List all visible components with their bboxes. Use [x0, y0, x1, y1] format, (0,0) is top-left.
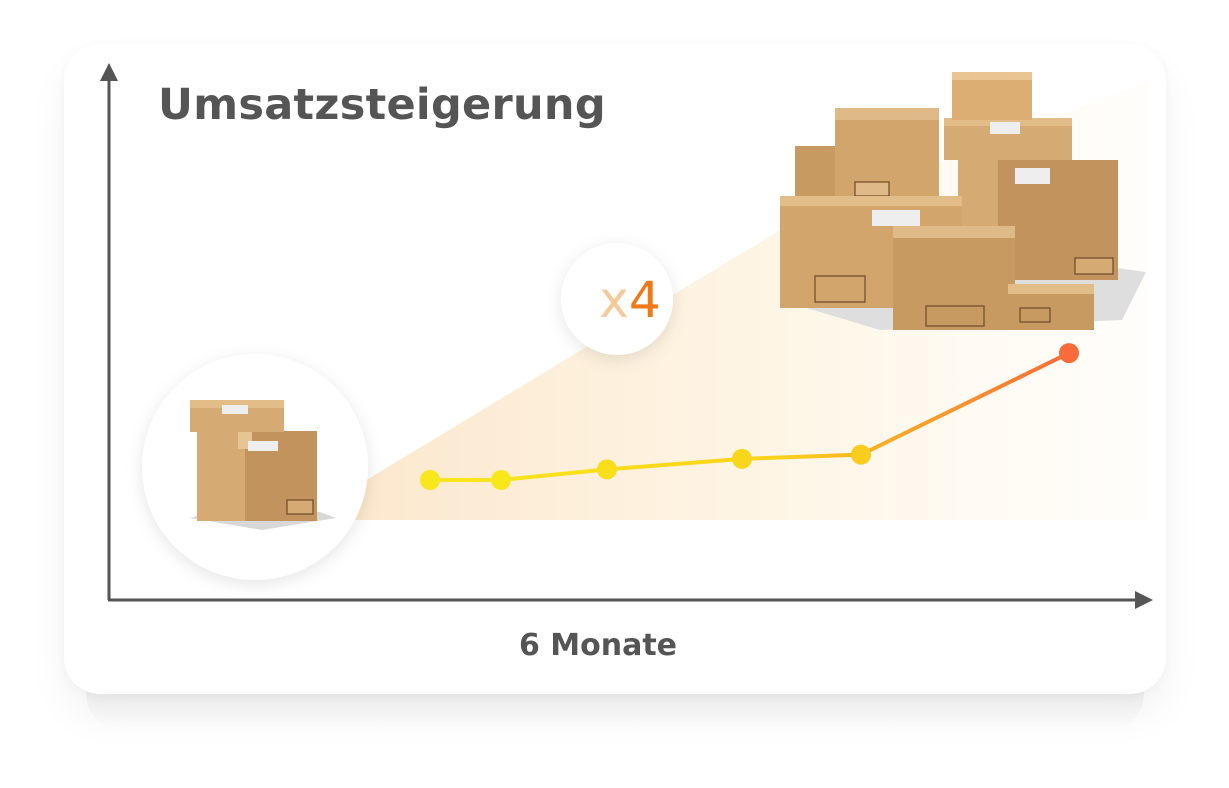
- multiplier-annotation: x4: [585, 270, 675, 330]
- multiplier-bubble: [561, 243, 673, 355]
- data-point: [420, 470, 440, 490]
- multiplier-value: 4: [628, 271, 661, 329]
- x-axis-label: 6 Monate: [518, 628, 678, 663]
- many-boxes-stack-icon: [780, 72, 1146, 330]
- chart-title: Umsatzsteigerung: [158, 80, 606, 130]
- data-point: [851, 444, 871, 465]
- single-box-stack-icon: [142, 354, 368, 580]
- card-shadow: [86, 690, 1144, 730]
- data-point: [732, 448, 752, 469]
- series-line: [430, 351, 1070, 482]
- data-point: [597, 459, 617, 480]
- data-point: [1059, 343, 1079, 364]
- data-point: [491, 470, 511, 490]
- multiplier-prefix: x: [599, 271, 629, 329]
